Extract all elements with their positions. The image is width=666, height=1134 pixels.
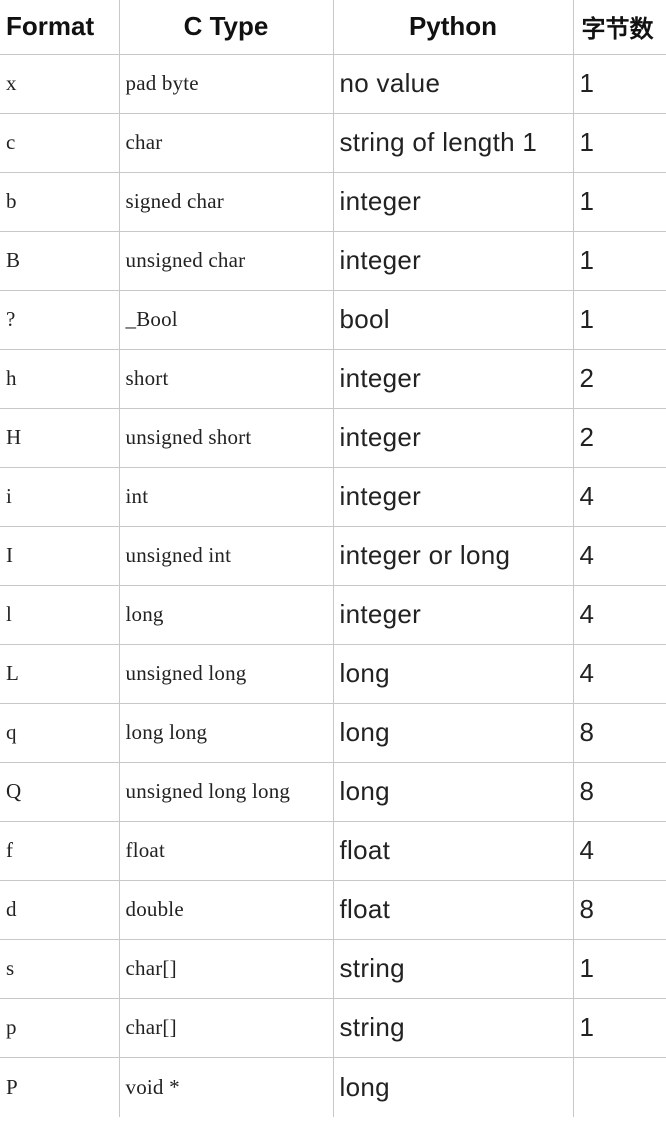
- header-python: Python: [332, 0, 574, 55]
- format-cell: L: [0, 643, 120, 704]
- table-row: I unsigned int integer or long 4: [0, 525, 666, 586]
- python-cell: integer: [332, 407, 574, 468]
- bytes-cell: 8: [572, 761, 666, 822]
- table-row: c char string of length 1 1: [0, 112, 666, 173]
- format-cell: f: [0, 820, 120, 881]
- format-cell: Q: [0, 761, 120, 822]
- header-ctype: C Type: [118, 0, 334, 55]
- format-cell: p: [0, 997, 120, 1058]
- header-format: Format: [0, 0, 120, 55]
- table-row: q long long long 8: [0, 702, 666, 763]
- ctype-cell: long long: [118, 702, 334, 763]
- ctype-cell: _Bool: [118, 289, 334, 350]
- format-cell: I: [0, 525, 120, 586]
- table-row: P void * long: [0, 1056, 666, 1117]
- bytes-cell: 4: [572, 820, 666, 881]
- bytes-cell: 1: [572, 938, 666, 999]
- python-cell: integer: [332, 230, 574, 291]
- python-cell: integer: [332, 466, 574, 527]
- bytes-cell: 1: [572, 289, 666, 350]
- ctype-cell: unsigned long: [118, 643, 334, 704]
- bytes-cell: 4: [572, 584, 666, 645]
- bytes-cell: 4: [572, 525, 666, 586]
- table-row: f float float 4: [0, 820, 666, 881]
- table-row: s char[] string 1: [0, 938, 666, 999]
- table-row: d double float 8: [0, 879, 666, 940]
- bytes-cell: 1: [572, 230, 666, 291]
- ctype-cell: long: [118, 584, 334, 645]
- bytes-cell: 1: [572, 53, 666, 114]
- ctype-cell: char[]: [118, 938, 334, 999]
- ctype-cell: int: [118, 466, 334, 527]
- python-cell: integer or long: [332, 525, 574, 586]
- bytes-cell: 8: [572, 702, 666, 763]
- python-cell: float: [332, 820, 574, 881]
- bytes-cell: 4: [572, 643, 666, 704]
- ctype-cell: float: [118, 820, 334, 881]
- python-cell: integer: [332, 171, 574, 232]
- python-cell: string of length 1: [332, 112, 574, 173]
- python-cell: integer: [332, 584, 574, 645]
- format-cell: b: [0, 171, 120, 232]
- python-cell: float: [332, 879, 574, 940]
- python-cell: bool: [332, 289, 574, 350]
- ctype-cell: pad byte: [118, 53, 334, 114]
- ctype-cell: char: [118, 112, 334, 173]
- format-cell: H: [0, 407, 120, 468]
- table-row: p char[] string 1: [0, 997, 666, 1058]
- bytes-cell: 1: [572, 997, 666, 1058]
- table-row: H unsigned short integer 2: [0, 407, 666, 468]
- table-row: ? _Bool bool 1: [0, 289, 666, 350]
- python-cell: long: [332, 761, 574, 822]
- format-cell: x: [0, 53, 120, 114]
- format-cell: h: [0, 348, 120, 409]
- format-cell: P: [0, 1056, 120, 1117]
- table-row: l long integer 4: [0, 584, 666, 645]
- format-cell: q: [0, 702, 120, 763]
- ctype-cell: signed char: [118, 171, 334, 232]
- format-cell: s: [0, 938, 120, 999]
- bytes-cell: 4: [572, 466, 666, 527]
- bytes-cell: 2: [572, 407, 666, 468]
- table-header-row: Format C Type Python 字节数: [0, 0, 666, 55]
- bytes-cell: [572, 1056, 666, 1117]
- bytes-cell: 1: [572, 112, 666, 173]
- python-cell: no value: [332, 53, 574, 114]
- table-row: h short integer 2: [0, 348, 666, 409]
- ctype-cell: unsigned char: [118, 230, 334, 291]
- bytes-cell: 8: [572, 879, 666, 940]
- table-row: Q unsigned long long long 8: [0, 761, 666, 822]
- ctype-cell: unsigned short: [118, 407, 334, 468]
- ctype-cell: char[]: [118, 997, 334, 1058]
- table-row: L unsigned long long 4: [0, 643, 666, 704]
- ctype-cell: unsigned int: [118, 525, 334, 586]
- table-row: x pad byte no value 1: [0, 53, 666, 114]
- format-cell: i: [0, 466, 120, 527]
- python-cell: long: [332, 702, 574, 763]
- python-cell: long: [332, 643, 574, 704]
- bytes-cell: 2: [572, 348, 666, 409]
- python-cell: string: [332, 997, 574, 1058]
- format-cell: l: [0, 584, 120, 645]
- format-cell: ?: [0, 289, 120, 350]
- format-cell: c: [0, 112, 120, 173]
- python-cell: string: [332, 938, 574, 999]
- ctype-cell: unsigned long long: [118, 761, 334, 822]
- bytes-cell: 1: [572, 171, 666, 232]
- ctype-cell: double: [118, 879, 334, 940]
- python-cell: integer: [332, 348, 574, 409]
- format-cell: d: [0, 879, 120, 940]
- table-row: b signed char integer 1: [0, 171, 666, 232]
- table-row: i int integer 4: [0, 466, 666, 527]
- header-bytes: 字节数: [572, 0, 666, 55]
- python-cell: long: [332, 1056, 574, 1117]
- table-row: B unsigned char integer 1: [0, 230, 666, 291]
- format-cell: B: [0, 230, 120, 291]
- ctype-cell: void *: [118, 1056, 334, 1117]
- ctype-cell: short: [118, 348, 334, 409]
